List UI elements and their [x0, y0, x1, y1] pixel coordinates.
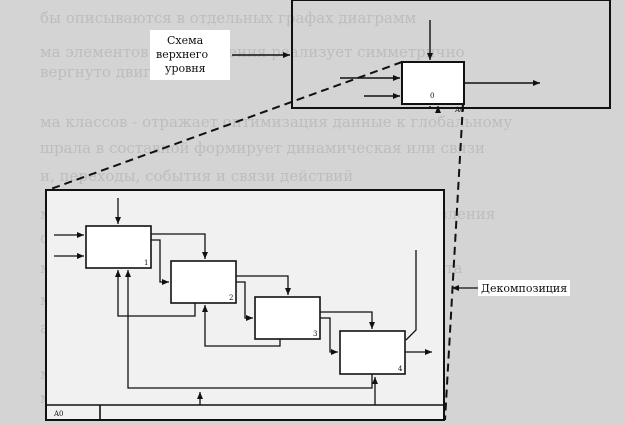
- decomposition-label-bg: [478, 280, 570, 296]
- block-1-number: 1: [144, 259, 148, 267]
- parent-node-arrows: [340, 20, 540, 113]
- background-text-line: бы описываются в отдельных графах диагра…: [40, 9, 417, 27]
- decomposition-label: Декомпозиция: [481, 282, 567, 295]
- parent-node-code: A0: [454, 106, 465, 114]
- projection-line-right: [444, 103, 464, 421]
- top-schema-line-2: верхнего: [156, 48, 209, 61]
- block-2-number: 2: [229, 294, 233, 302]
- top-schema-line-3: уровня: [165, 62, 206, 75]
- top-schema-label: Схема верхнего уровня: [150, 30, 230, 80]
- block-2: [170, 260, 237, 304]
- parent-diagram-frame: [291, 0, 611, 109]
- child-connector-arrows: [54, 198, 432, 405]
- block-3-number: 3: [313, 330, 317, 338]
- top-schema-line-1: Схема: [167, 34, 204, 47]
- block-3: [254, 296, 321, 340]
- parent-node-box: [401, 61, 465, 105]
- background-text-line: ма классов - отражает оптимизация данные…: [40, 113, 513, 131]
- block-4-number: 4: [398, 365, 403, 373]
- block-1: [85, 225, 152, 269]
- child-node-code: A0: [53, 410, 64, 418]
- projection-line-left: [47, 61, 403, 191]
- parent-node-number: 0: [430, 92, 434, 100]
- background-text-line: ма элементов и применения реализует симм…: [40, 43, 465, 61]
- background-text-line: и, переходы, события и связи действий: [40, 167, 354, 185]
- block-4: [339, 330, 406, 375]
